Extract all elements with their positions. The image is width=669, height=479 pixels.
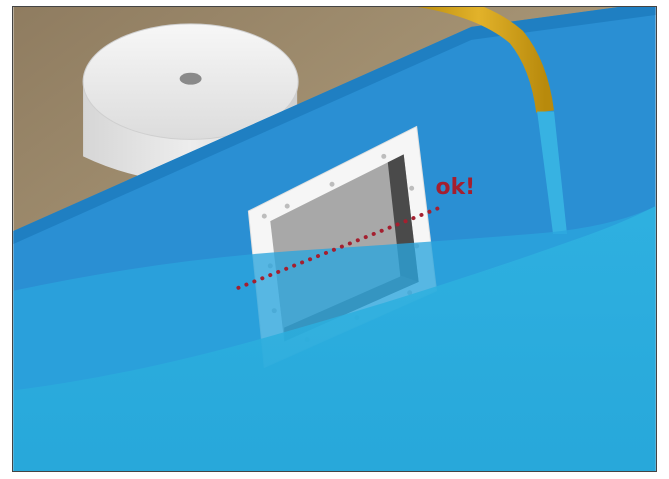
pool-illustration: ok!	[13, 7, 656, 471]
pool-illustration-frame: ok!	[12, 6, 657, 472]
ok-annotation-label: ok!	[436, 175, 476, 200]
